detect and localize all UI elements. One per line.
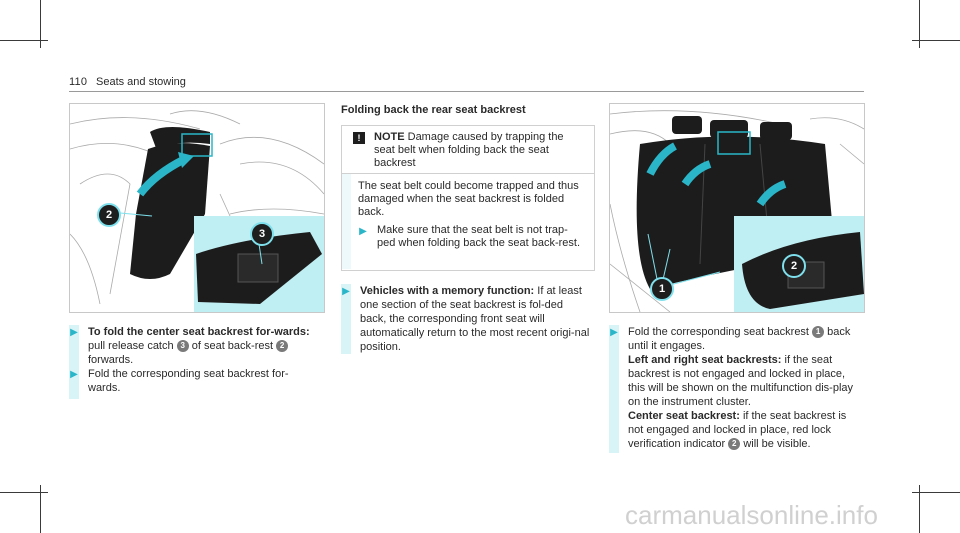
page-number: 110	[69, 76, 88, 88]
step-bar	[341, 284, 351, 354]
note-box: ! NOTE Damage caused by trapping the sea…	[341, 125, 595, 271]
rear-bench-drawing	[610, 110, 864, 312]
crop-mark	[912, 40, 960, 41]
step-text: Fold the corresponding seat backrest for…	[88, 368, 289, 394]
step-bar	[69, 367, 79, 399]
note-body: The seat belt could become trapped and t…	[358, 180, 579, 218]
step-fold-center-forwards: ▶ To fold the center seat backrest for-w…	[69, 325, 319, 367]
crop-mark	[40, 0, 41, 48]
step-arrow-icon: ▶	[359, 226, 367, 237]
crop-mark	[912, 492, 960, 493]
step-text: Fold the corresponding seat backrest	[628, 326, 813, 338]
callout-2: 2	[782, 254, 806, 278]
warning-icon: !	[353, 132, 365, 144]
note-side-bar	[342, 174, 351, 269]
crop-mark	[919, 485, 920, 533]
note-step-text: Make sure that the seat belt is not trap…	[377, 224, 581, 249]
step-text: pull release catch	[88, 340, 177, 352]
step-arrow-icon: ▶	[70, 369, 78, 380]
step-bar	[609, 325, 619, 453]
note-headline-text: Damage caused by trapping the seat belt …	[374, 131, 564, 169]
step-arrow-icon: ▶	[342, 286, 350, 297]
step-bold: Left and right seat backrests:	[628, 354, 782, 366]
step-arrow-icon: ▶	[70, 327, 78, 338]
step-bold: To fold the center seat backrest for-war…	[88, 326, 310, 338]
step-arrow-icon: ▶	[610, 327, 618, 338]
center-seat-illustration: 2 3	[69, 103, 325, 313]
inline-callout-2: 2	[276, 340, 289, 352]
note-header: ! NOTE Damage caused by trapping the sea…	[342, 126, 594, 174]
note-label: NOTE	[374, 131, 405, 143]
step-bold: Vehicles with a memory function:	[360, 285, 535, 297]
crop-mark	[919, 0, 920, 48]
step-text: if the seat backrest is not engaged and …	[628, 410, 847, 450]
note-step: ▶ Make sure that the seat belt is not tr…	[358, 224, 586, 250]
step-text: if the seat backrest is not engaged and …	[628, 354, 854, 408]
step-text: If at least one section of the seat back…	[360, 285, 590, 353]
header-rule	[69, 91, 864, 92]
step-fold-corresponding: ▶ Fold the corresponding seat backrest f…	[69, 367, 319, 399]
crop-mark	[40, 485, 41, 533]
step-memory-function: ▶ Vehicles with a memory function: If at…	[341, 284, 591, 354]
center-seat-drawing	[70, 110, 324, 312]
callout-1: 1	[650, 277, 674, 301]
inline-callout-2: 2	[728, 438, 741, 450]
step-fold-back: ▶ Fold the corresponding seat backrest 1…	[609, 325, 863, 453]
callout-2: 2	[97, 203, 121, 227]
step-bold: Center seat backrest:	[628, 410, 740, 422]
step-bar	[69, 325, 79, 367]
step-text: will be visible.	[740, 438, 811, 450]
callout-3: 3	[250, 222, 274, 246]
inline-callout-3: 3	[176, 340, 189, 352]
note-headline: NOTE Damage caused by trapping the seat …	[374, 131, 586, 170]
page-header-title: Seats and stowing	[96, 76, 186, 88]
step-text: forwards.	[88, 354, 134, 366]
inline-callout-1: 1	[812, 326, 825, 338]
section-title: Folding back the rear seat backrest	[341, 104, 526, 116]
step-text: back until it engages.	[628, 326, 851, 352]
crop-mark	[0, 40, 48, 41]
rear-bench-illustration: 1 2	[609, 103, 865, 313]
watermark: carmanualsonline.info	[625, 500, 878, 530]
crop-mark	[0, 492, 48, 493]
step-text: of seat back-rest	[188, 340, 277, 352]
